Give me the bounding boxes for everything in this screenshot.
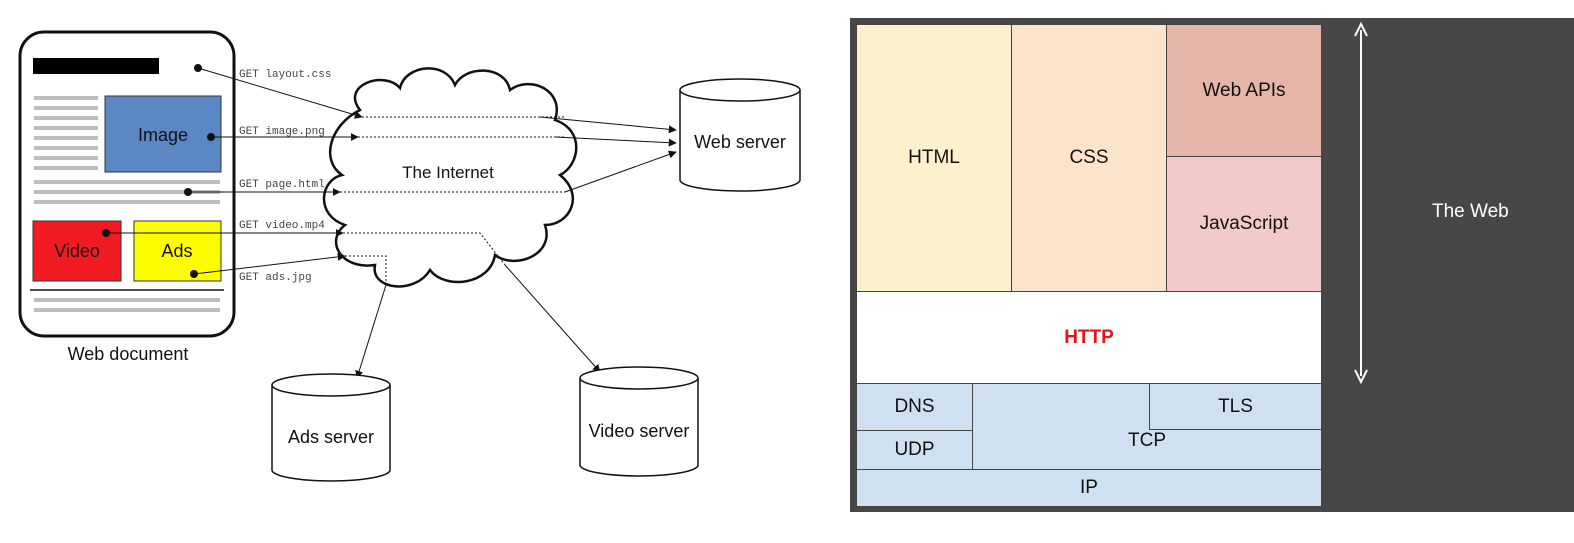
request-label-layout: GET layout.css (239, 69, 331, 81)
web-server: Web server (679, 78, 801, 192)
web-request-diagram: Image Video Ads Web document The Interne… (18, 30, 801, 482)
layer-html: HTML (856, 24, 1012, 292)
the-web-label: The Web (1432, 201, 1509, 222)
internet-label: The Internet (402, 163, 494, 182)
layer-ip: IP (856, 469, 1322, 507)
layer-tls: TLS (1149, 383, 1322, 430)
double-arrow-icon (1354, 21, 1368, 385)
request-label-page: GET page.html (239, 179, 325, 191)
layer-dns: DNS (856, 383, 973, 431)
layer-http: HTTP (856, 291, 1322, 384)
web-document: Image Video Ads (18, 30, 236, 338)
ads-server: Ads server (271, 373, 391, 482)
video-server-label: Video server (589, 421, 690, 441)
ads-server-label: Ads server (288, 427, 374, 447)
layer-javascript: JavaScript (1166, 156, 1322, 292)
layer-tcp: TCP (972, 383, 1322, 470)
layer-css: CSS (1011, 24, 1167, 292)
web-side-panel: The Web (1324, 18, 1574, 512)
document-label: Web document (68, 344, 189, 364)
image-box (104, 95, 222, 173)
layer-tcp-label: TCP (1128, 430, 1166, 451)
image-label: Image (138, 125, 188, 145)
web-stack-diagram: HTML CSS Web APIs JavaScript HTTP DNS UD… (850, 18, 1574, 518)
request-label-ads: GET ads.jpg (239, 272, 312, 284)
protocol-stack: HTML CSS Web APIs JavaScript HTTP DNS UD… (850, 18, 1324, 512)
request-label-video: GET video.mp4 (239, 220, 325, 232)
layer-web-apis: Web APIs (1166, 24, 1322, 157)
request-labels: GET layout.css GET image.png GET page.ht… (239, 69, 331, 284)
video-server: Video server (579, 366, 699, 477)
ads-label: Ads (161, 241, 192, 261)
text-lines-top (34, 96, 220, 204)
request-dots (102, 64, 215, 278)
internet-cloud (322, 67, 578, 288)
ads-box (133, 220, 222, 282)
layer-udp: UDP (856, 430, 973, 470)
request-lines (106, 67, 677, 379)
request-label-image: GET image.png (239, 126, 325, 138)
web-server-label: Web server (694, 132, 786, 152)
text-lines-bottom (34, 298, 220, 312)
video-label: Video (54, 241, 100, 261)
